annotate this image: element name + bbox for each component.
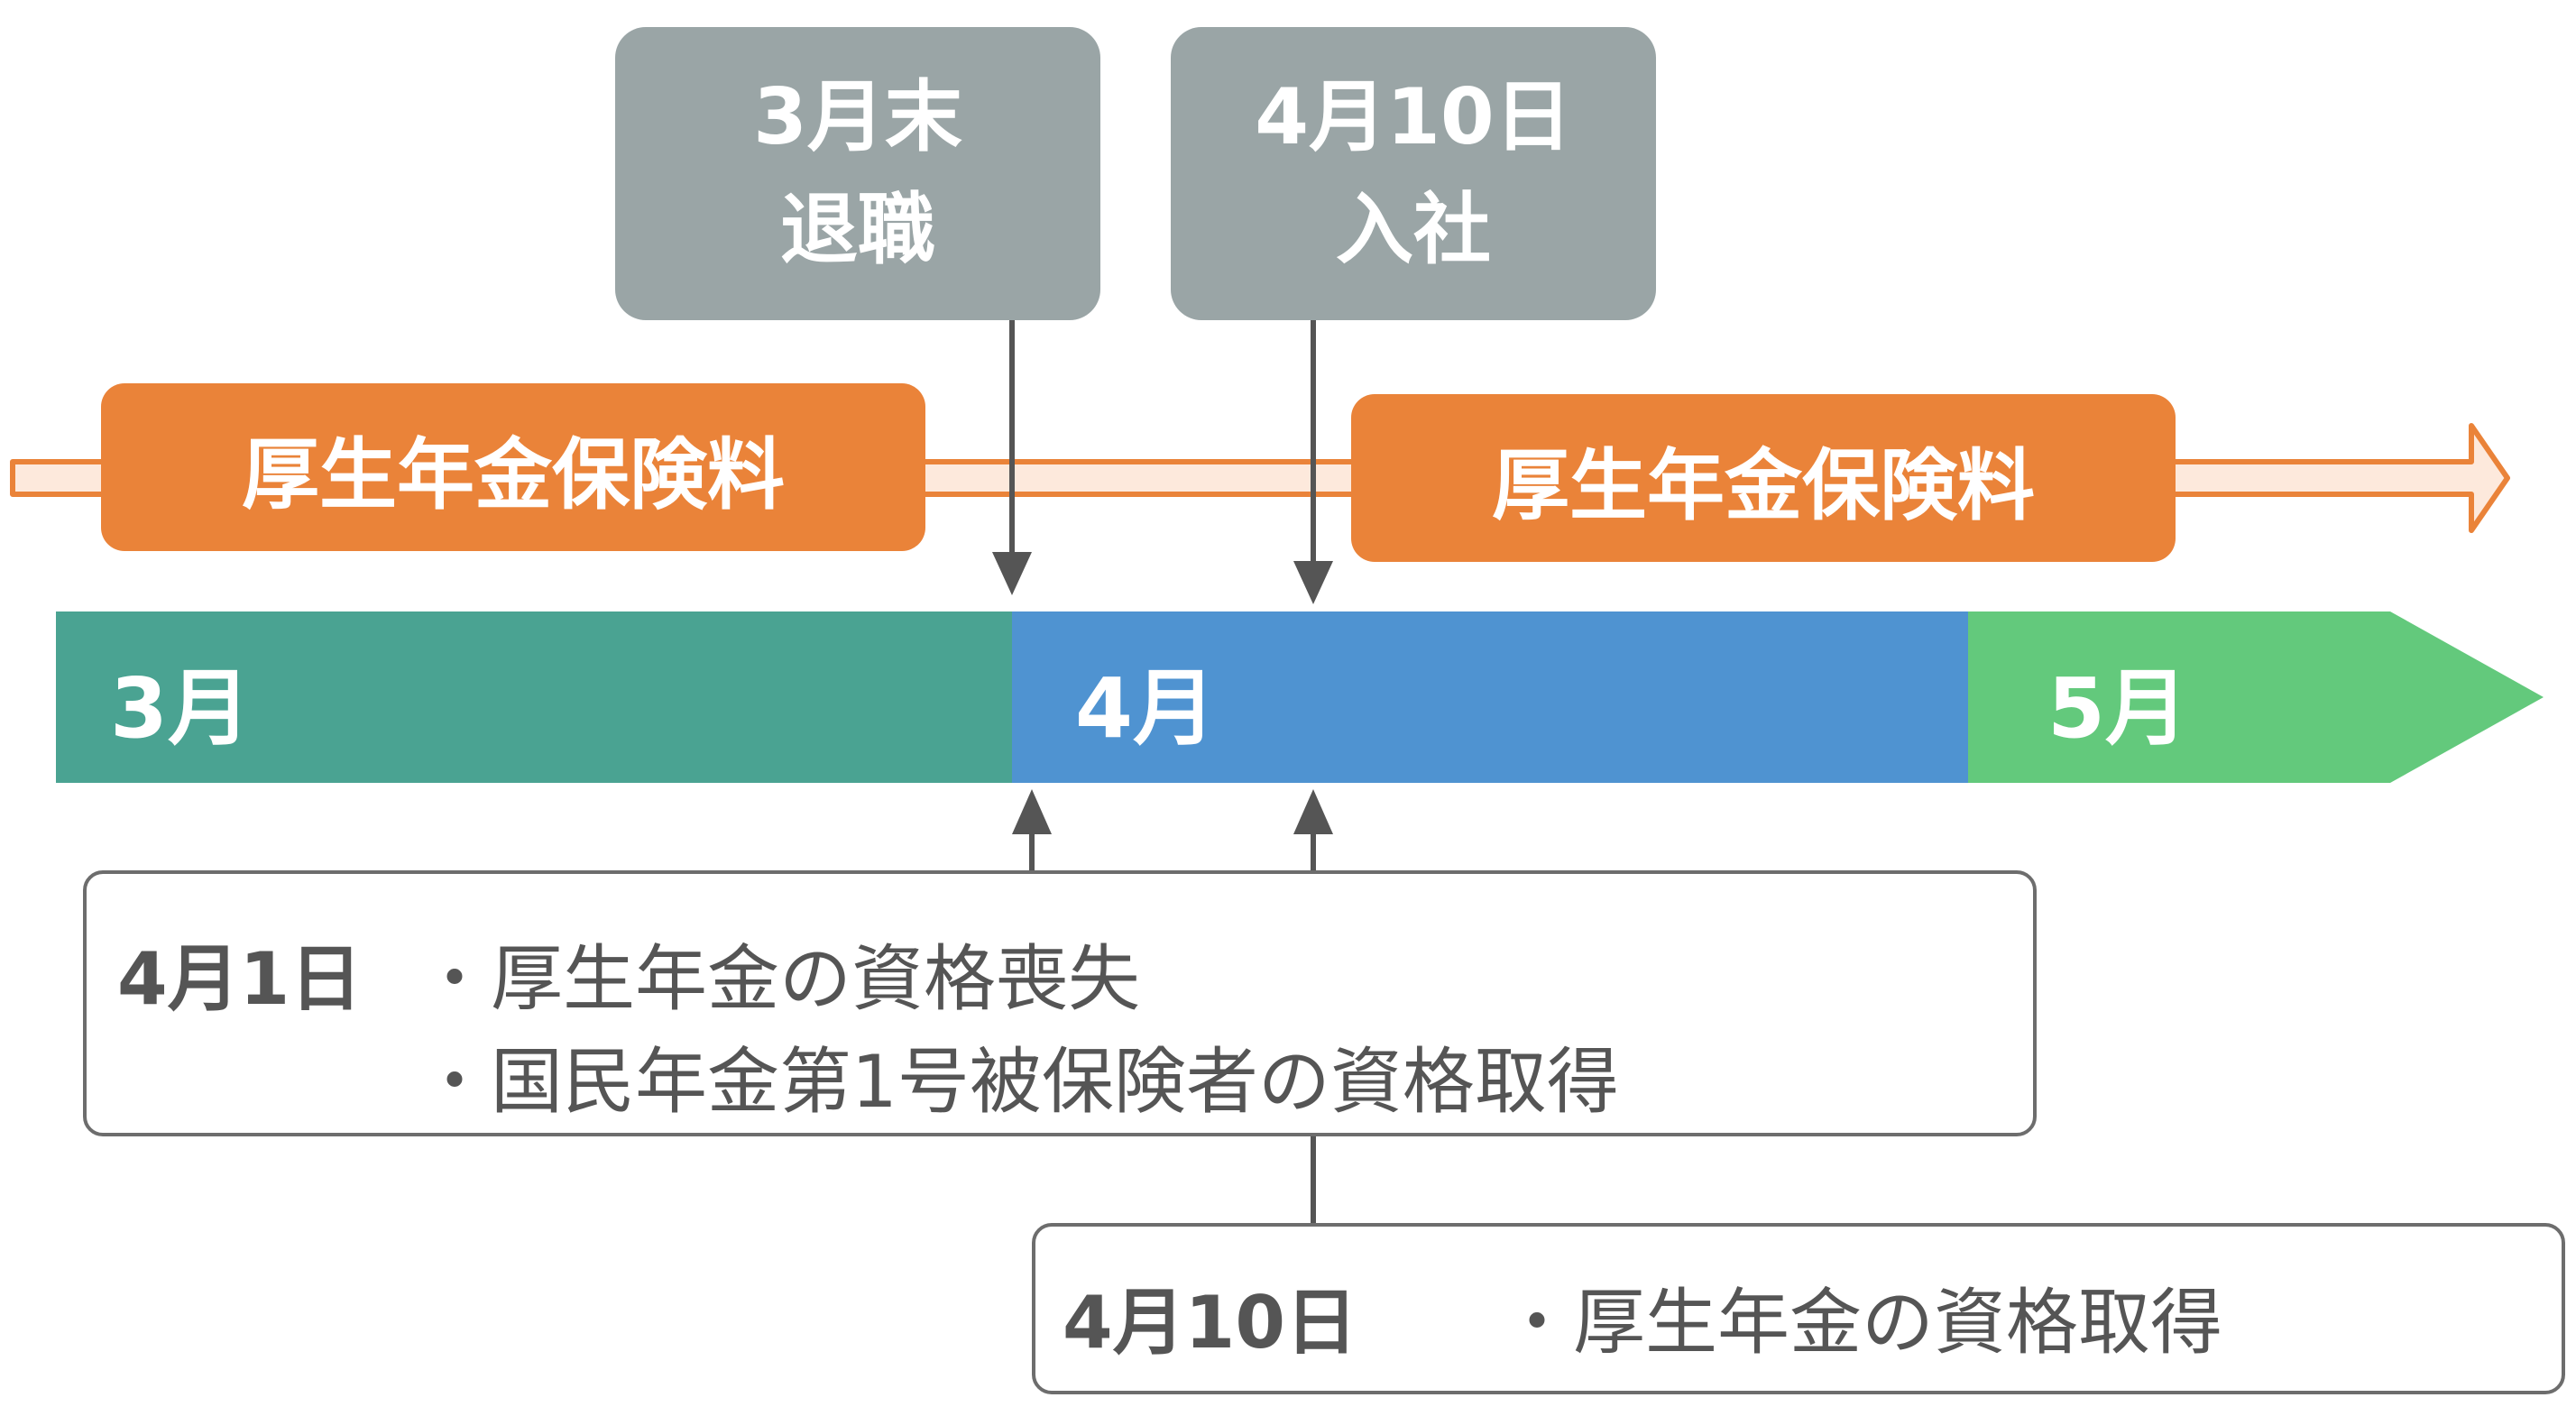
- premium-label-right: 厚生年金保険料: [1351, 394, 2176, 562]
- event-retirement: 3月末 退職: [615, 27, 1100, 320]
- box-connectors: [1012, 789, 1333, 1223]
- march-band: [56, 611, 1014, 783]
- may-band-arrow: [1968, 611, 2544, 783]
- event-joining: 4月10日 入社: [1171, 27, 1656, 320]
- info-box-april-1: 4月1日 ・厚生年金の資格喪失 ・国民年金第1号被保険者の資格取得: [83, 870, 2037, 1136]
- premium-label-left: 厚生年金保険料: [101, 383, 925, 551]
- event-connectors: [992, 320, 1333, 604]
- april-band: [1012, 611, 1970, 783]
- info-box-april-1-item-1: ・厚生年金の資格喪失: [419, 937, 1140, 1021]
- info-box-april-10-date: 4月10日: [1063, 1281, 1357, 1365]
- month-label-may: 5月: [2047, 660, 2189, 757]
- month-label-april: 4月: [1075, 660, 1217, 757]
- event-retirement-label: 退職: [780, 184, 935, 275]
- info-box-april-10: 4月10日 ・厚生年金の資格取得: [1032, 1223, 2565, 1394]
- event-joining-label: 入社: [1336, 184, 1491, 275]
- info-box-april-1-item-2: ・国民年金第1号被保険者の資格取得: [419, 1040, 1619, 1124]
- info-box-april-10-item-1: ・厚生年金の資格取得: [1501, 1281, 2222, 1365]
- month-label-march: 3月: [110, 660, 252, 757]
- event-joining-date: 4月10日: [1255, 71, 1572, 162]
- info-box-april-1-date: 4月1日: [117, 937, 363, 1021]
- event-retirement-date: 3月末: [753, 71, 962, 162]
